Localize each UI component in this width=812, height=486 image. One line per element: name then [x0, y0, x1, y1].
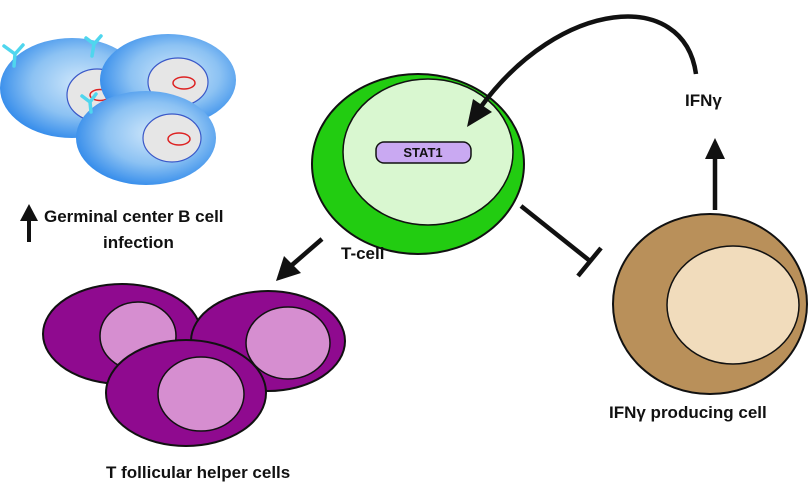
ifng-feedback-arrow [467, 14, 699, 127]
increase-arrow-icon [20, 204, 38, 242]
tfh-cell-3 [105, 339, 267, 447]
stat1-protein [375, 141, 472, 164]
ifng-producing-cell-label: IFNγ producing cell [609, 403, 767, 422]
ifng-secretion-arrow [705, 138, 725, 210]
ifng-producing-cell [612, 213, 808, 395]
b-cell-nucleolus [167, 132, 191, 146]
b-cell-nucleus [142, 113, 202, 163]
stat1-label: STAT1 [403, 145, 442, 160]
b-cell-nucleolus [172, 76, 196, 90]
gc-b-cell-label-line2: infection [103, 233, 174, 252]
differentiation-arrow [276, 237, 324, 281]
inhibition-arrow [519, 204, 603, 278]
ifng-cell-nucleus [666, 245, 800, 365]
t-cell-label: T-cell [341, 244, 384, 263]
antibody-icon [2, 43, 25, 68]
antibody-icon [80, 92, 98, 114]
tfh-nucleus [245, 306, 331, 380]
t-cell: STAT1 [311, 73, 525, 255]
gc-b-cell-label-line1: Germinal center B cell [44, 207, 224, 226]
tfh-cells-label: T follicular helper cells [106, 463, 290, 482]
b-cell-3 [76, 91, 216, 185]
tfh-cells [42, 283, 346, 447]
tfh-nucleus [157, 356, 245, 432]
antibody-icon [84, 34, 103, 58]
ifng-label: IFNγ [685, 91, 722, 110]
germinal-center-b-cells [0, 34, 236, 185]
